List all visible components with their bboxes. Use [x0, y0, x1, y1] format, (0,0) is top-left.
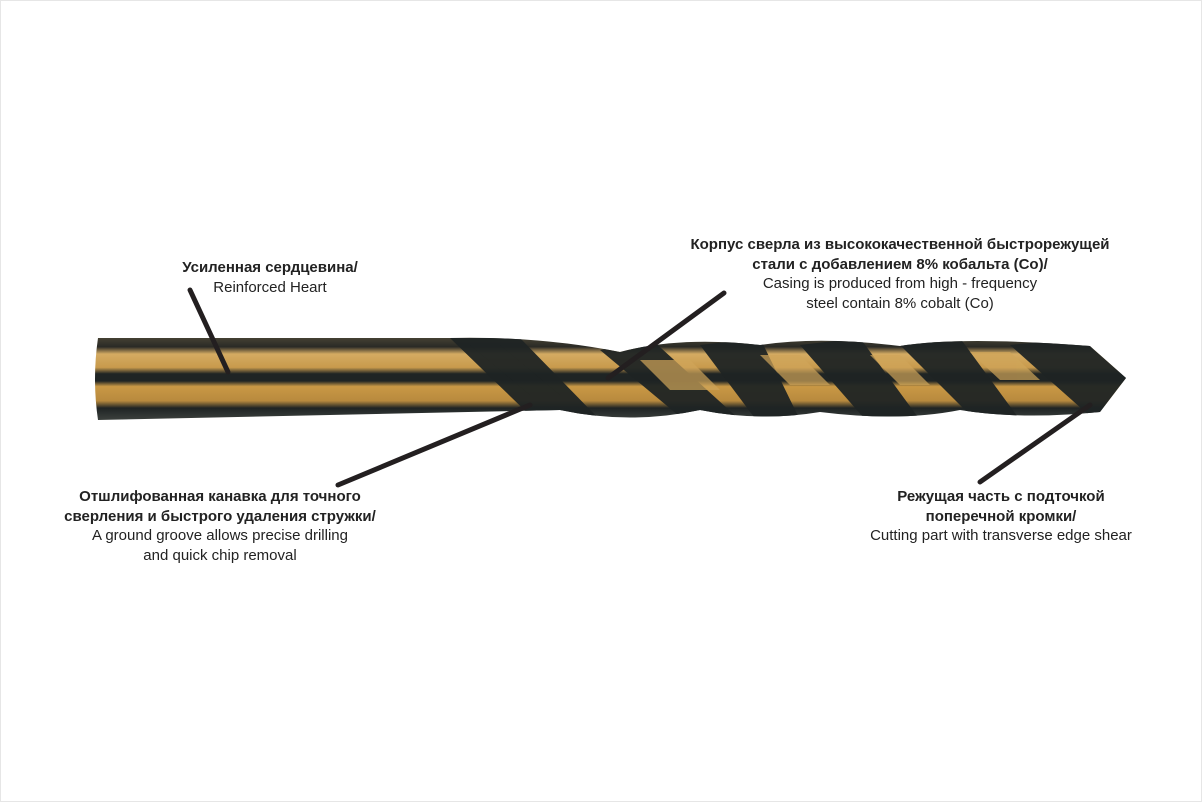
label-ru: сверления и быстрого удаления стружки/	[64, 507, 376, 525]
leader-line-cutting-part	[977, 402, 1093, 485]
leader-line-casing	[605, 290, 727, 381]
label-en: Casing is produced from high - frequency	[762, 275, 1038, 292]
drill-body	[95, 337, 1126, 420]
label-ru: Режущая часть с подточкой	[897, 488, 1105, 505]
label-en: A ground groove allows precise drilling	[92, 527, 348, 544]
label-ground-groove: Отшлифованная канавка для точного сверле…	[64, 487, 376, 565]
label-cutting-part: Режущая часть с подточкой поперечной кро…	[870, 487, 1132, 546]
label-casing: Корпус сверла из высококачественной быст…	[690, 235, 1109, 313]
label-en: Cutting part with transverse edge shear	[870, 527, 1132, 544]
label-ru: Усиленная сердцевина/	[182, 259, 358, 276]
leader-lines	[187, 287, 1093, 488]
label-en: and quick chip removal	[143, 546, 297, 564]
label-ru: Отшлифованная канавка для точного	[79, 488, 361, 505]
label-en: steel contain 8% cobalt (Co)	[806, 294, 994, 312]
label-ru: стали с добавлением 8% кобальта (Co)/	[752, 255, 1048, 273]
label-ru: Корпус сверла из высококачественной быст…	[690, 236, 1110, 253]
label-reinforced-heart: Усиленная сердцевина/ Reinforced Heart	[182, 258, 358, 297]
label-ru: поперечной кромки/	[925, 507, 1077, 525]
leader-line-ground-groove	[335, 402, 533, 488]
label-en: Reinforced Heart	[213, 278, 327, 296]
leader-line-reinforced-heart	[187, 287, 231, 375]
